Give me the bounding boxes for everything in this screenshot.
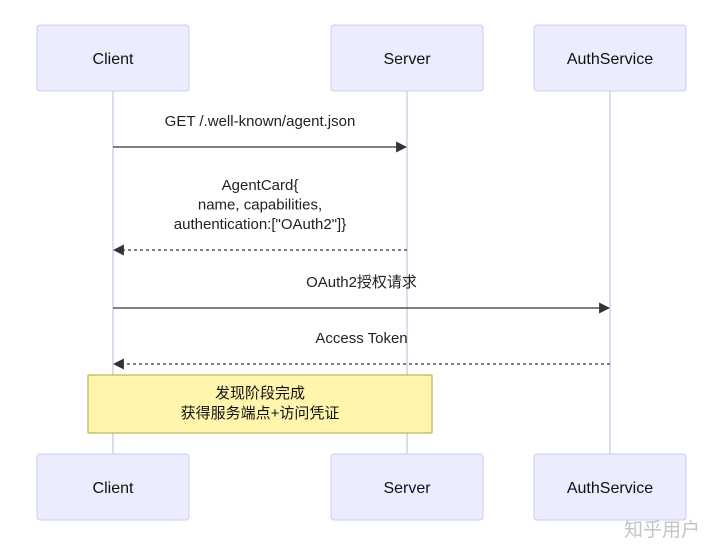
message-label: OAuth2授权请求	[306, 274, 417, 291]
actor-box-authservice-top	[533, 24, 687, 92]
actor-label-authservice: AuthService	[567, 51, 653, 68]
actor-label-server: Server	[383, 480, 431, 497]
actor-box-server-top	[330, 24, 484, 92]
actor-box-client-bottom	[36, 453, 190, 521]
message-label: GET /.well-known/agent.json	[165, 113, 356, 130]
actor-box-authservice-bottom	[533, 453, 687, 521]
actor-label-client: Client	[93, 480, 134, 497]
actor-label-authservice: AuthService	[567, 480, 653, 497]
actor-box-server-bottom	[330, 453, 484, 521]
watermark-text: 知乎用户	[624, 519, 700, 541]
note-box	[87, 374, 433, 434]
note-text: 发现阶段完成	[215, 385, 305, 402]
note-text: 获得服务端点+访问凭证	[181, 405, 340, 422]
message-label: AgentCard{	[222, 177, 299, 194]
actor-label-client: Client	[93, 51, 134, 68]
message-label: name, capabilities,	[198, 197, 322, 214]
actors: ClientClientServerServerAuthServiceAuthS…	[36, 24, 687, 521]
actor-label-server: Server	[383, 51, 431, 68]
actor-box-client-top	[36, 24, 190, 92]
message-label: authentication:["OAuth2"]}	[174, 216, 346, 233]
message-label: Access Token	[315, 330, 407, 347]
